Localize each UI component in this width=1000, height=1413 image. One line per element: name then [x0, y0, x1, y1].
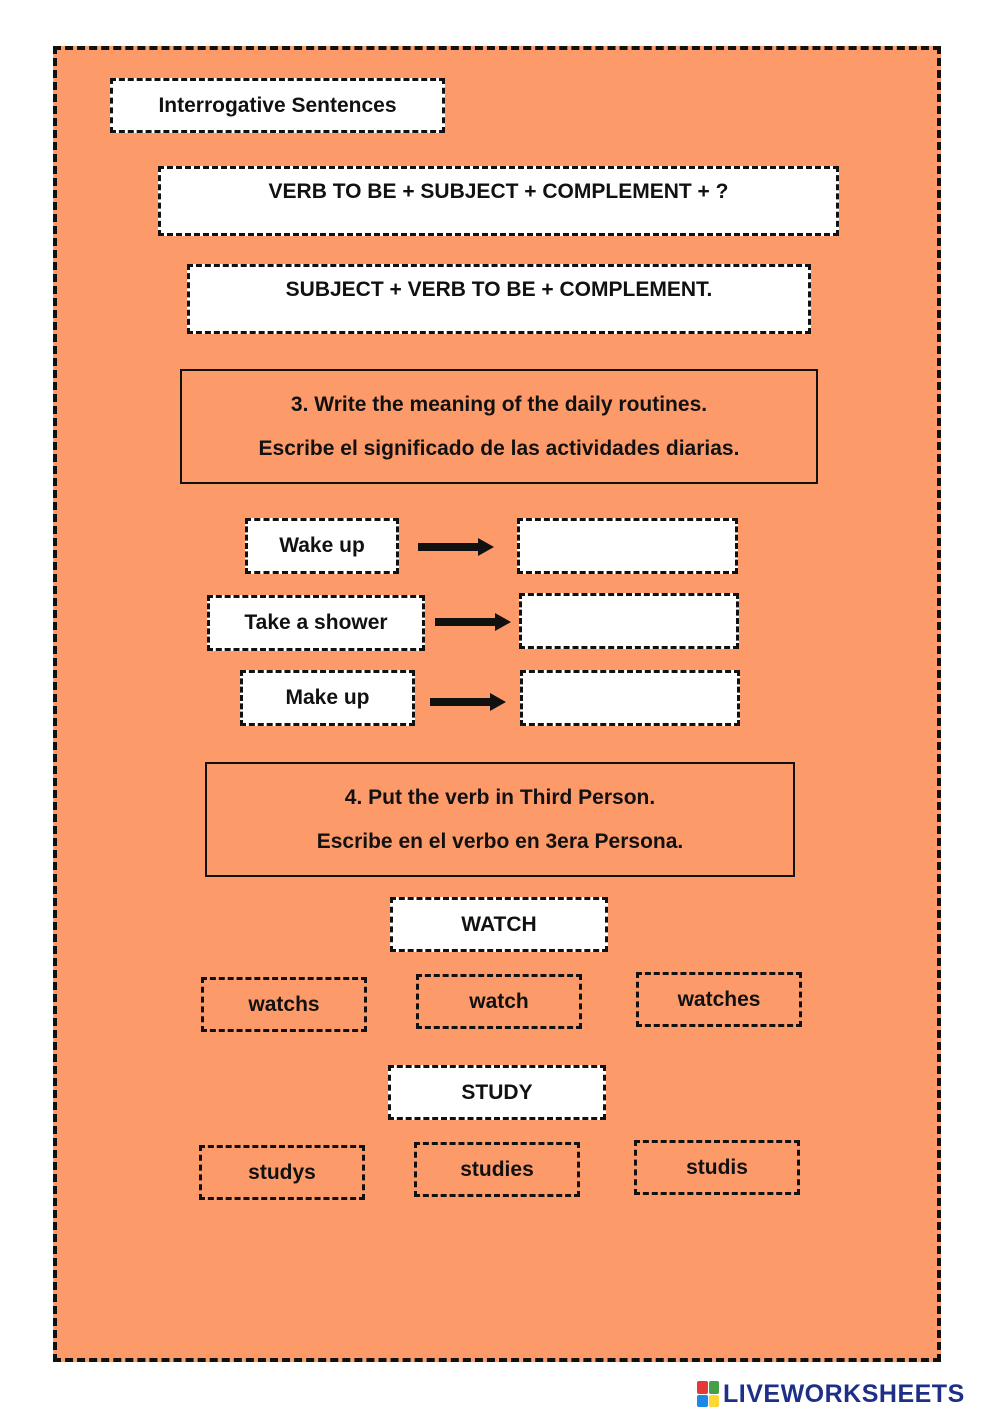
arrow-right-icon: [435, 613, 511, 631]
verb-study: STUDY: [388, 1065, 606, 1120]
term-wake-up: Wake up: [245, 518, 399, 574]
arrow-right-icon: [430, 693, 506, 711]
arrow-right-icon: [418, 538, 494, 556]
liveworksheets-logo-icon: [697, 1381, 719, 1407]
answer-field-take-a-shower[interactable]: [519, 593, 739, 649]
option-studys[interactable]: studys: [199, 1145, 365, 1200]
answer-field-wake-up[interactable]: [517, 518, 738, 574]
brand-name: LIVEWORKSHEETS: [723, 1379, 965, 1408]
option-studies[interactable]: studies: [414, 1142, 580, 1197]
option-watches[interactable]: watches: [636, 972, 802, 1027]
exercise3-instruction-en: 3. Write the meaning of the daily routin…: [290, 392, 708, 416]
page-title: Interrogative Sentences: [110, 78, 445, 133]
term-make-up: Make up: [240, 670, 415, 726]
exercise4-instruction-en: 4. Put the verb in Third Person.: [344, 785, 656, 809]
liveworksheets-brand: LIVEWORKSHEETS: [697, 1378, 965, 1410]
option-watch[interactable]: watch: [416, 974, 582, 1029]
verb-watch: WATCH: [390, 897, 608, 952]
question-formula: VERB TO BE + SUBJECT + COMPLEMENT + ?: [158, 166, 839, 236]
exercise3-instructions: 3. Write the meaning of the daily routin…: [180, 369, 818, 484]
answer-field-make-up[interactable]: [520, 670, 740, 726]
option-watchs[interactable]: watchs: [201, 977, 367, 1032]
exercise4-instruction-es: Escribe en el verbo en 3era Persona.: [316, 829, 684, 853]
answer-formula: SUBJECT + VERB TO BE + COMPLEMENT.: [187, 264, 811, 334]
exercise3-instruction-es: Escribe el significado de las actividade…: [258, 436, 740, 460]
term-take-a-shower: Take a shower: [207, 595, 425, 651]
exercise4-instructions: 4. Put the verb in Third Person. Escribe…: [205, 762, 795, 877]
option-studis[interactable]: studis: [634, 1140, 800, 1195]
